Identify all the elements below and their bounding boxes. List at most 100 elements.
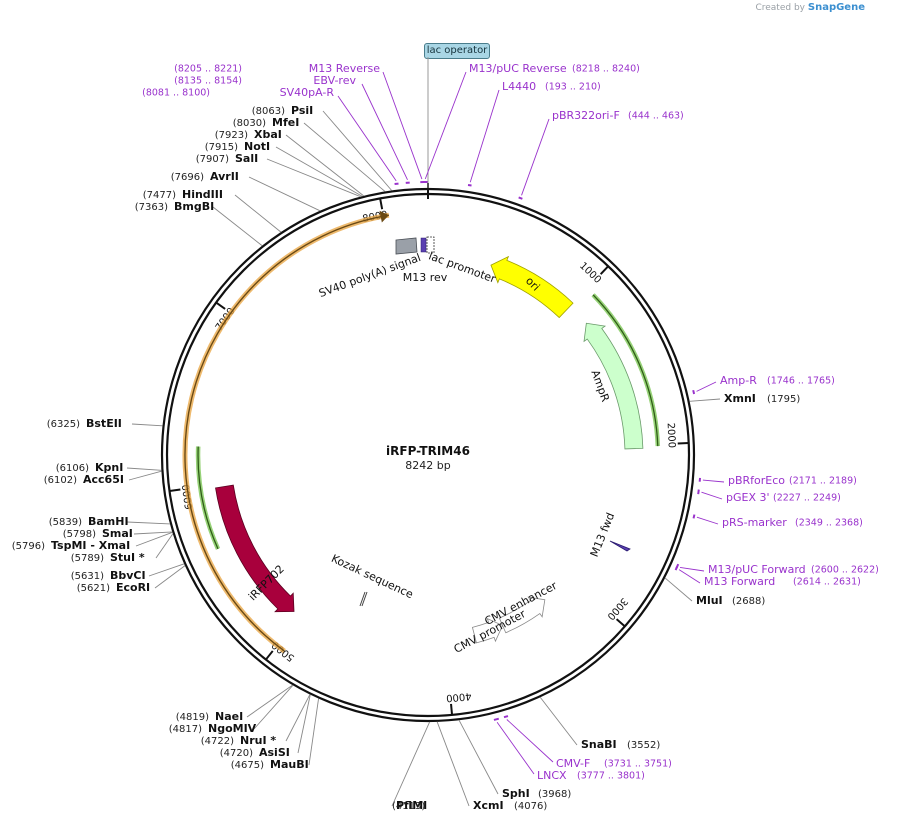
site-leader-line xyxy=(126,467,162,471)
ampr-feature[interactable] xyxy=(583,322,644,450)
site-name[interactable]: NaeI xyxy=(215,710,243,723)
snapgene-logo: SnapGene xyxy=(807,2,865,13)
site-name[interactable]: SphI xyxy=(502,787,530,800)
site-leader-line xyxy=(391,721,431,807)
primer-label[interactable]: M13 Reverse xyxy=(309,62,380,75)
site-leader-line xyxy=(266,158,361,198)
site-name[interactable]: PflMI xyxy=(396,799,427,812)
primer-label[interactable]: CMV-F xyxy=(556,757,590,770)
site-leader-line xyxy=(458,719,499,795)
irfp702-feature[interactable] xyxy=(215,484,295,613)
site-leader-line xyxy=(308,698,320,766)
site-name[interactable]: NruI * xyxy=(240,734,276,747)
site-name[interactable]: MfeI xyxy=(272,116,299,129)
site-name[interactable]: SnaBI xyxy=(581,738,617,751)
primer-label[interactable]: LNCX xyxy=(537,769,567,782)
site-leader-line xyxy=(133,531,173,535)
green-orf-core-ampr xyxy=(592,294,659,447)
site-name[interactable]: TspMI - XmaI xyxy=(51,539,130,552)
primer-label[interactable]: L4440 xyxy=(502,80,536,93)
site-leader-line xyxy=(322,110,393,191)
site-name[interactable]: XmnI xyxy=(724,392,756,405)
site-leader-line xyxy=(234,194,282,233)
primer-label[interactable]: pRS-marker xyxy=(722,516,787,529)
primer-leader-line xyxy=(361,83,408,180)
primer-leader-line xyxy=(521,118,550,196)
primer-leader-line xyxy=(696,381,717,392)
site-name[interactable]: EcoRI xyxy=(116,581,150,594)
site-name[interactable]: BamHI xyxy=(88,515,129,528)
site-name[interactable]: MauBI xyxy=(270,758,309,771)
m13-fwd-label: M13 fwd xyxy=(588,511,618,559)
site-name[interactable]: KpnI xyxy=(95,461,123,474)
primer-mark xyxy=(467,183,472,187)
lac-operator-box[interactable]: lac operator xyxy=(424,43,490,59)
primer-label[interactable]: M13/pUC Reverse xyxy=(469,62,567,75)
tick-mark xyxy=(265,650,274,661)
site-leader-line xyxy=(253,684,294,730)
site-name[interactable]: PsiI xyxy=(291,104,313,117)
primer-leader-line xyxy=(469,89,500,183)
site-name[interactable]: SalI xyxy=(235,152,258,165)
site-layer: (8063)PsiI(8030)MfeI(7923)XbaI(7915)NotI… xyxy=(12,104,801,812)
site-position: (8063) xyxy=(252,106,285,117)
m13-rev-feature[interactable] xyxy=(420,237,427,253)
plasmid-size: 8242 bp xyxy=(405,459,450,472)
site-name[interactable]: HindIII xyxy=(182,188,223,201)
lac-promoter-feature[interactable] xyxy=(426,236,435,254)
site-name[interactable]: BstEII xyxy=(86,417,122,430)
primer-range: (1746 .. 1765) xyxy=(767,376,835,387)
site-position: (4675) xyxy=(231,760,264,771)
orange-span-arrowhead xyxy=(379,210,389,223)
site-position: (7696) xyxy=(171,172,204,183)
ori-feature[interactable] xyxy=(490,255,574,319)
primer-label[interactable]: pBRforEco xyxy=(728,474,785,487)
primer-mark xyxy=(692,514,696,519)
primer-mark xyxy=(697,489,700,495)
site-leader-line xyxy=(246,684,293,718)
site-leader-line xyxy=(436,721,470,807)
site-name[interactable]: AsiSI xyxy=(259,746,290,759)
primer-range: (444 .. 463) xyxy=(628,111,684,122)
site-name[interactable]: BbvCI xyxy=(110,569,146,582)
site-name[interactable]: MluI xyxy=(696,594,723,607)
site-position: (3552) xyxy=(627,740,660,751)
primer-mark xyxy=(518,196,523,200)
site-position: (3968) xyxy=(538,789,571,800)
primer-label[interactable]: M13 Forward xyxy=(704,575,775,588)
site-leader-line xyxy=(248,176,321,212)
site-name[interactable]: NotI xyxy=(244,140,270,153)
primer-label[interactable]: Amp-R xyxy=(720,374,757,387)
site-position: (6102) xyxy=(44,475,77,486)
sv40-polya-feature[interactable] xyxy=(395,237,418,255)
primer-label[interactable]: EBV-rev xyxy=(313,74,356,87)
site-position: (7923) xyxy=(215,130,248,141)
primer-label[interactable]: M13/pUC Forward xyxy=(708,563,806,576)
site-leader-line xyxy=(275,146,363,197)
primer-leader-line xyxy=(701,491,723,500)
primer-range: (8205 .. 8221) xyxy=(174,64,242,75)
tick-mark xyxy=(677,441,689,445)
m13-fwd-feature[interactable] xyxy=(609,540,631,552)
site-name[interactable]: XbaI xyxy=(254,128,282,141)
primer-leader-line xyxy=(702,479,725,483)
site-position: (7907) xyxy=(196,154,229,165)
primer-label[interactable]: SV40pA-R xyxy=(280,86,335,99)
site-leader-line xyxy=(135,531,173,547)
site-name[interactable]: SmaI xyxy=(102,527,133,540)
site-name[interactable]: StuI * xyxy=(110,551,145,564)
site-name[interactable]: AvrII xyxy=(210,170,239,183)
site-name[interactable]: BmgBI xyxy=(174,200,214,213)
primer-leader-line xyxy=(337,95,397,182)
site-position: (5796) xyxy=(12,541,45,552)
site-name[interactable]: XcmI xyxy=(473,799,504,812)
cmv-promoter-feature[interactable] xyxy=(471,617,504,644)
site-position: (5789) xyxy=(71,553,104,564)
primer-label[interactable]: pBR322ori-F xyxy=(552,109,620,122)
site-position: (2688) xyxy=(732,596,765,607)
site-name[interactable]: NgoMIV xyxy=(208,722,257,735)
site-position: (8030) xyxy=(233,118,266,129)
site-name[interactable]: Acc65I xyxy=(83,473,124,486)
primer-label[interactable]: pGEX 3' xyxy=(726,491,770,504)
